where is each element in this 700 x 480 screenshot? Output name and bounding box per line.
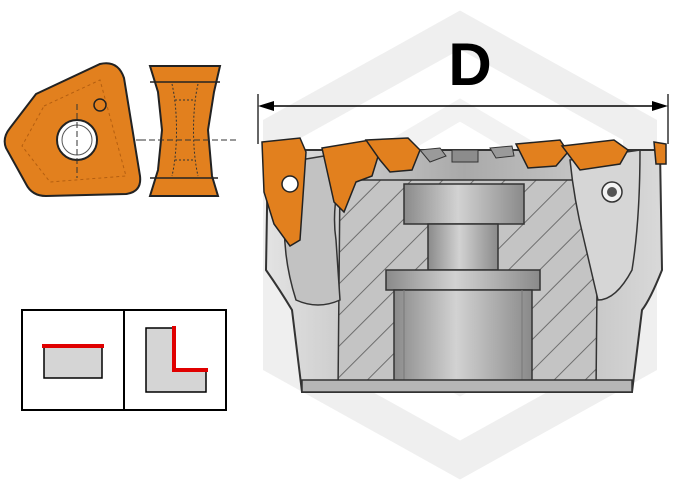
insert-center-right (514, 139, 569, 169)
insert-top-view (3, 62, 142, 198)
face-milling-icon (42, 344, 104, 379)
insert-center-left (364, 137, 421, 173)
insert-side-view (140, 65, 236, 197)
cutter-inserts (261, 137, 667, 247)
insert-profile-icon (148, 65, 222, 197)
cutter-body (264, 149, 664, 393)
insert-right (560, 139, 629, 171)
application-icons (21, 309, 227, 411)
bore-upper (403, 183, 525, 225)
insert-left (261, 137, 307, 247)
dimension-d-label: D (448, 31, 492, 98)
square-shoulder-milling-icon (145, 326, 208, 393)
bore-lower (385, 269, 541, 291)
dimension-d (257, 94, 669, 144)
